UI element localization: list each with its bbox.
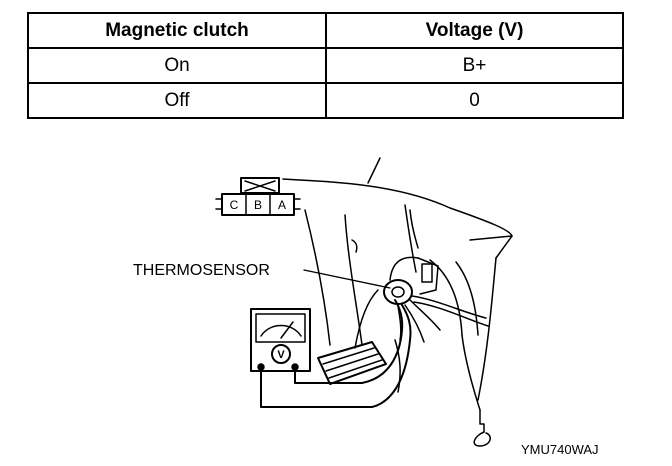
- table-header-row: Magnetic clutch Voltage (V): [27, 12, 624, 49]
- header-magnetic-clutch: Magnetic clutch: [27, 12, 327, 49]
- figure-code: YMU740WAJ: [521, 442, 599, 457]
- table-row: On B+: [27, 47, 624, 84]
- test-leads: [260, 299, 412, 408]
- connector-pin-b: B: [254, 198, 262, 212]
- cell-voltage: 0: [325, 82, 624, 119]
- connector-pin-a: A: [278, 198, 286, 212]
- thermosensor-label: THERMOSENSOR: [133, 262, 270, 279]
- lower-cable: [473, 409, 491, 447]
- voltage-spec-table: Magnetic clutch Voltage (V) On B+ Off 0: [27, 12, 624, 119]
- header-voltage: Voltage (V): [325, 12, 624, 49]
- cell-clutch-state: On: [27, 47, 327, 84]
- dashboard-outline: [282, 157, 513, 411]
- voltmeter-illustration: [250, 308, 311, 372]
- cell-clutch-state: Off: [27, 82, 327, 119]
- connector-pin-c: C: [230, 198, 239, 212]
- connector-illustration: [215, 177, 301, 216]
- thermosensor-leader-line: [303, 269, 391, 289]
- table-row: Off 0: [27, 82, 624, 119]
- cell-voltage: B+: [325, 47, 624, 84]
- thermosensor-illustration: [383, 256, 489, 393]
- meter-symbol: V: [277, 349, 285, 361]
- pedal-illustration: [317, 289, 387, 385]
